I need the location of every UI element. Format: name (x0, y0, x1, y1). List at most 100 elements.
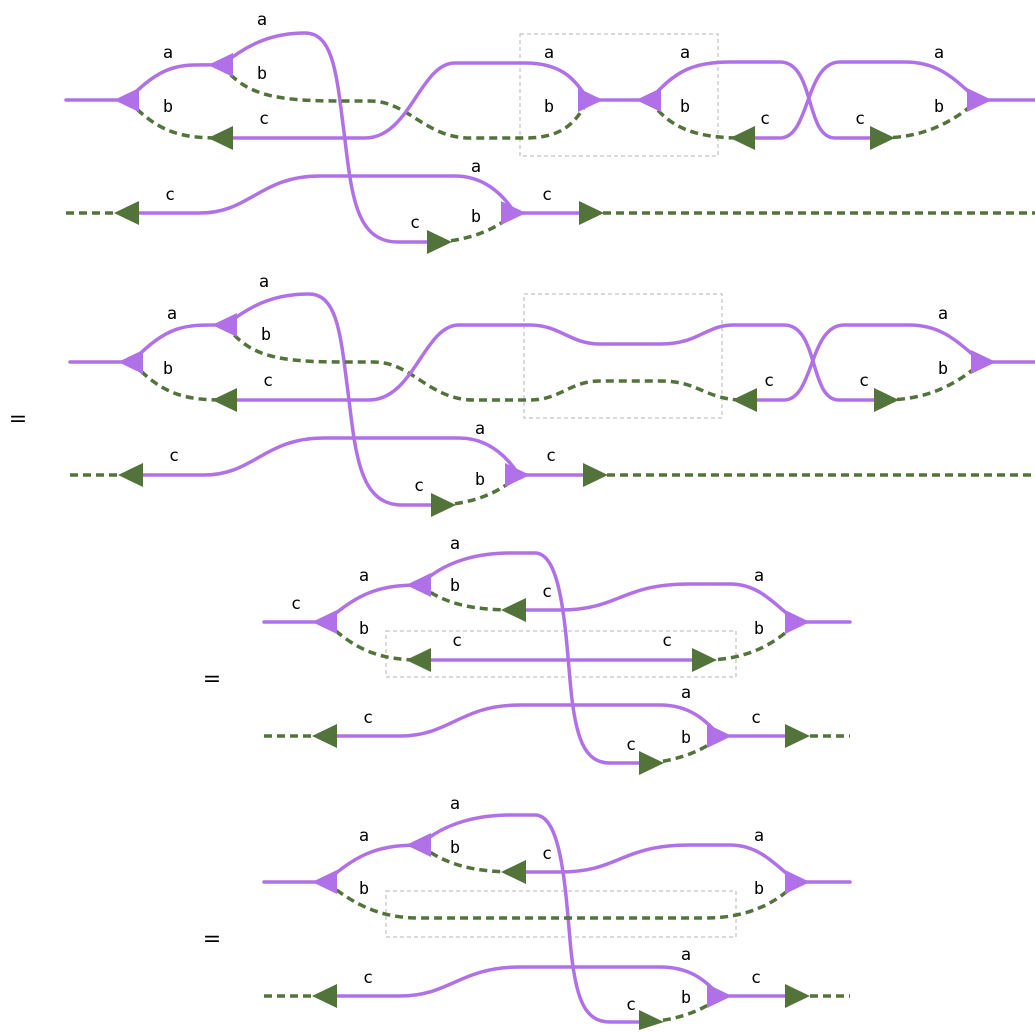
purple-wire (224, 292, 444, 507)
wire-label: a (681, 945, 691, 965)
wire-label: b (680, 97, 690, 117)
purple-wire (418, 551, 652, 765)
green-arrowhead (118, 463, 143, 487)
green-dashed-wire (441, 473, 521, 507)
purple-arrowhead (114, 88, 139, 112)
wire-label: b (450, 576, 460, 596)
purple-wire (740, 60, 980, 140)
green-arrowhead (212, 388, 237, 412)
wire-label: c (169, 446, 179, 466)
wire-label: c (760, 109, 770, 129)
purple-arrowhead (785, 870, 810, 894)
diagram-panel-3: c a b a b c a b c c c a c c b (262, 534, 852, 775)
green-arrowhead (732, 388, 757, 412)
diagram-panel-1: a b a b c a b a b c c a b c a c c b (64, 10, 1035, 254)
green-arrowhead (427, 230, 452, 254)
wire-label: b (681, 988, 691, 1008)
purple-wire (418, 813, 652, 1024)
green-arrowhead (312, 724, 337, 748)
wire-label: b (754, 619, 764, 639)
wire-label: b (359, 879, 369, 899)
wire-label: c (751, 968, 761, 988)
purple-arrowhead (967, 88, 992, 112)
wire-label: c (542, 844, 552, 864)
green-arrowhead (870, 126, 895, 150)
equals-sign: = (9, 407, 27, 432)
green-dashed-wire (879, 98, 980, 140)
purple-arrowhead (312, 610, 337, 634)
wire-label: a (938, 304, 948, 324)
wire-label: c (363, 968, 373, 988)
purple-wire (324, 965, 722, 998)
wire-label: a (167, 304, 177, 324)
purple-arrowhead (707, 984, 732, 1008)
green-arrowhead (501, 598, 526, 622)
purple-wire (324, 843, 422, 884)
purple-arrowhead (212, 313, 237, 337)
purple-wire (224, 323, 886, 402)
green-arrowhead (312, 984, 337, 1008)
wire-label: b (261, 325, 271, 345)
green-dashed-wire (220, 63, 590, 140)
wire-label: a (359, 826, 369, 846)
green-dashed-wire (324, 620, 421, 662)
purple-arrowhead (208, 53, 233, 77)
purple-wire (648, 60, 882, 140)
wire-label: a (754, 826, 764, 846)
wire-label: b (544, 97, 554, 117)
wire-label: a (681, 683, 691, 703)
purple-arrowhead (785, 610, 810, 634)
green-dashed-wire (883, 360, 984, 402)
green-arrowhead (692, 648, 717, 672)
green-arrowhead (406, 648, 431, 672)
purple-wire (220, 31, 440, 244)
green-dashed-wire (418, 583, 516, 612)
wire-label: c (259, 109, 269, 129)
wire-label: a (259, 272, 269, 292)
wire-label: a (471, 157, 481, 177)
wire-label: c (662, 631, 672, 651)
wire-label: c (542, 582, 552, 602)
green-dashed-wire (704, 620, 799, 662)
purple-arrowhead (578, 88, 603, 112)
green-dashed-wire (648, 99, 743, 140)
wire-label: b (359, 619, 369, 639)
green-arrowhead (785, 984, 810, 1008)
diagram-panel-2: a b a b c c c a b c a c c b (68, 272, 1035, 517)
purple-arrowhead (707, 724, 732, 748)
wire-label: b (754, 879, 764, 899)
wire-label: a (544, 43, 554, 63)
green-dashed-wire (224, 323, 745, 402)
wire-label: a (257, 10, 267, 30)
purple-arrowhead (406, 833, 431, 857)
green-arrowhead (208, 126, 233, 150)
wire-label: c (542, 185, 552, 205)
wire-label: c (410, 213, 420, 233)
equals-sign: = (203, 927, 221, 952)
purple-wire (130, 436, 521, 477)
purple-arrowhead (505, 463, 530, 487)
wire-label: c (452, 631, 462, 651)
green-arrowhead (730, 126, 755, 150)
green-arrowhead (639, 751, 664, 775)
wire-label: c (546, 446, 556, 466)
purple-wire (130, 323, 228, 364)
purple-wire (513, 582, 799, 624)
green-dashed-wire (418, 843, 516, 874)
green-dashed-wire (130, 360, 227, 402)
wire-label: c (363, 708, 373, 728)
green-dashed-wire (126, 98, 223, 140)
purple-wire (324, 583, 422, 624)
purple-arrowhead (501, 201, 526, 225)
green-arrowhead (583, 463, 608, 487)
wire-label: b (471, 207, 481, 227)
wire-label: c (764, 371, 774, 391)
green-arrowhead (579, 201, 604, 225)
highlight-box (385, 890, 737, 938)
wire-label: b (681, 728, 691, 748)
wire-label: a (450, 534, 460, 554)
wire-label: c (291, 594, 301, 614)
wire-label: a (934, 43, 944, 63)
wire-label: b (257, 64, 267, 84)
